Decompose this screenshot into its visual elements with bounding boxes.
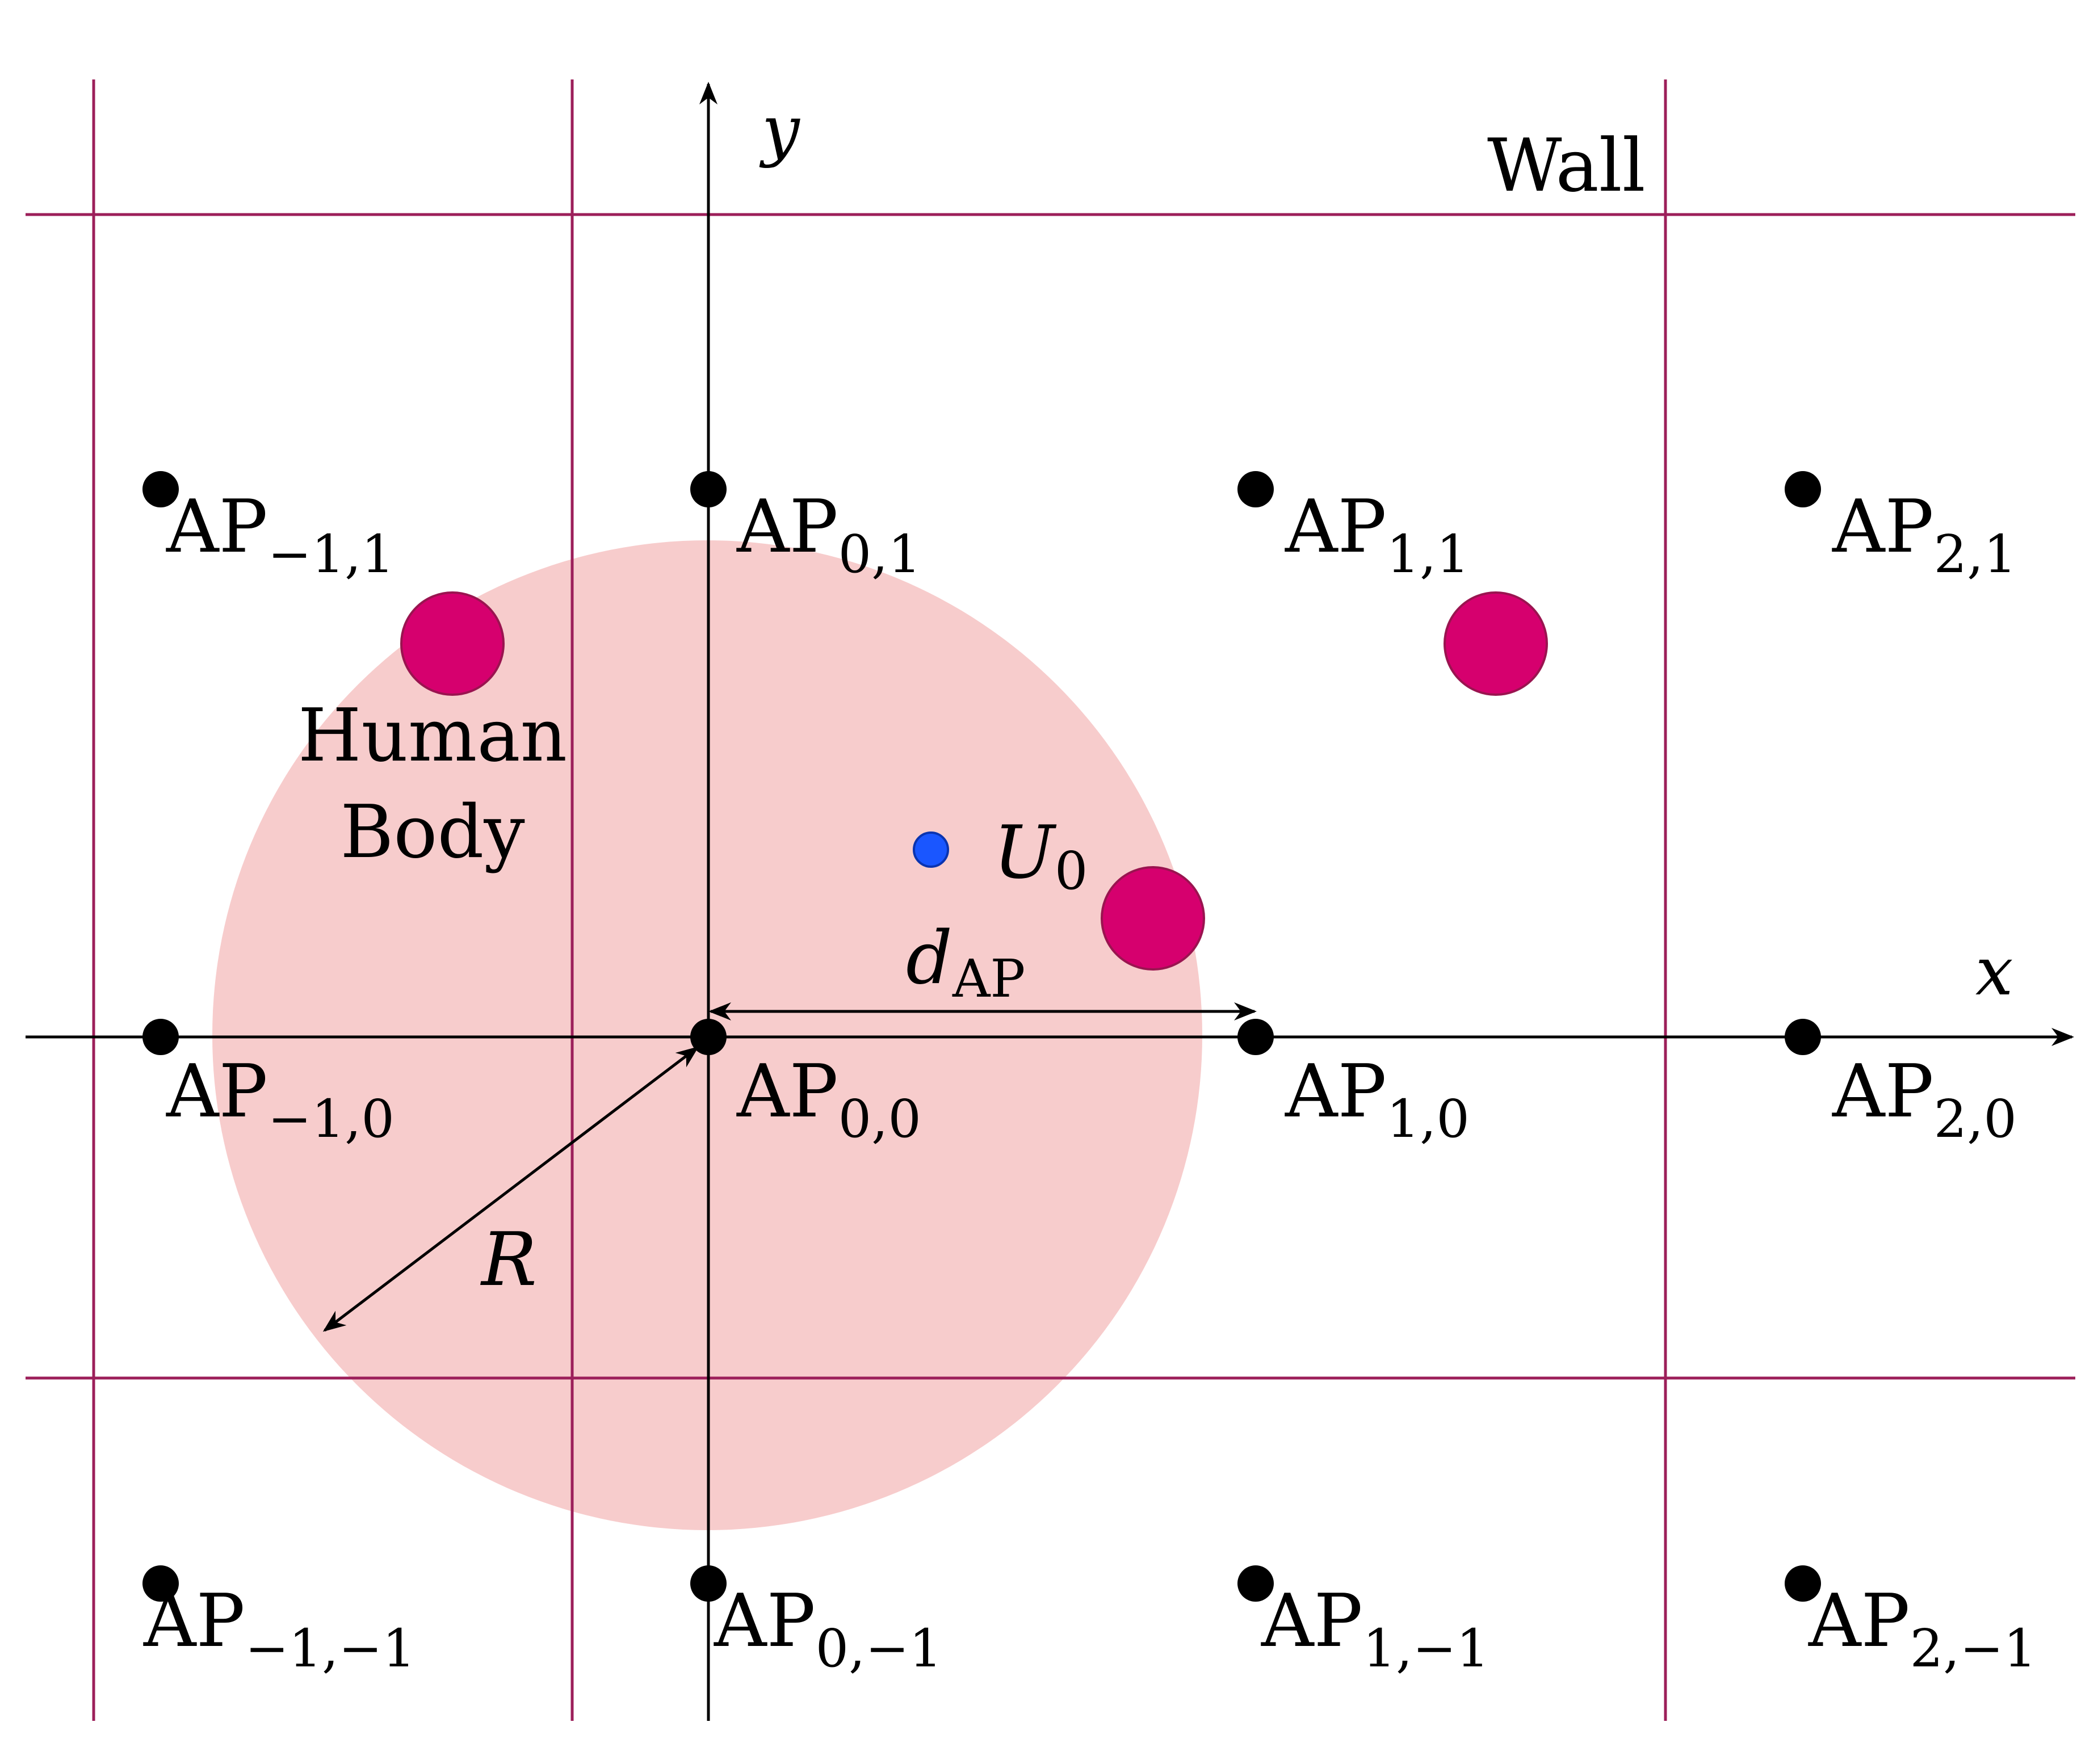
access-point-label: AP2,0 (1832, 1049, 2017, 1149)
radius-label: R (480, 1216, 537, 1303)
access-point-label-main: AP (166, 485, 268, 569)
human-body (400, 591, 505, 696)
radius-arrow (322, 1046, 699, 1332)
access-point-label: AP1,0 (1285, 1049, 1470, 1149)
access-point-label-sub: 2,−1 (1910, 1618, 2037, 1679)
access-point-label: AP−1,0 (166, 1049, 395, 1149)
access-point-label-sub: −1,0 (268, 1089, 395, 1149)
access-point-label-sub: 1,−1 (1363, 1618, 1489, 1679)
human-body-label-line1: Human (298, 694, 567, 778)
access-point-marker (1785, 1019, 1821, 1055)
access-point-marker (142, 471, 179, 507)
human-body (1101, 866, 1205, 971)
access-point-label-main: AP (736, 485, 838, 569)
access-point-label-sub: −1,1 (268, 524, 395, 585)
access-point-label: AP0,1 (736, 485, 921, 585)
dap-label: dAP (906, 916, 1025, 1009)
access-point-label-sub: 2,1 (1934, 524, 2017, 585)
access-point-label: AP0,−1 (714, 1579, 942, 1679)
access-point-label-sub: 1,0 (1387, 1089, 1470, 1149)
access-point-label: AP−1,−1 (143, 1579, 416, 1679)
x-axis-label: x (1975, 932, 2013, 1010)
access-point-label: AP−1,1 (166, 485, 395, 585)
access-point-label-sub: 2,0 (1934, 1089, 2017, 1149)
dap-label-main: d (906, 916, 953, 1001)
access-point-marker (1237, 1019, 1274, 1055)
access-point-marker (690, 1019, 727, 1055)
access-point-label: AP2,−1 (1808, 1579, 2037, 1679)
access-point-label-sub: −1,−1 (245, 1618, 416, 1679)
access-point-marker (142, 1019, 179, 1055)
access-point-marker (142, 1565, 179, 1602)
access-point-label-main: AP (1285, 1049, 1387, 1134)
walls (26, 79, 2075, 1721)
human-body-label-line2: Body (340, 790, 524, 875)
access-point-marker (1237, 1565, 1274, 1602)
access-point-label-main: AP (1832, 485, 1934, 569)
access-point-label: AP2,1 (1832, 485, 2017, 585)
wall-label: Wall (1487, 124, 1646, 208)
access-point-label: AP1,−1 (1261, 1579, 1489, 1679)
access-point-label-main: AP (736, 1049, 838, 1134)
access-point-marker (1785, 471, 1821, 507)
access-point-label-sub: 0,−1 (816, 1618, 942, 1679)
access-point-label-sub: 0,0 (838, 1089, 921, 1149)
user-label-sub: 0 (1055, 841, 1088, 901)
dap-label-sub: AP (952, 948, 1025, 1009)
human-body (1444, 591, 1548, 696)
access-point-label-main: AP (1808, 1579, 1910, 1664)
access-point-label: AP0,0 (736, 1049, 921, 1149)
access-point-marker (690, 471, 727, 507)
y-axis-label: y (759, 91, 800, 169)
access-point-label-main: AP (1261, 1579, 1363, 1664)
user-label: U0 (993, 810, 1088, 901)
access-point-label: AP1,1 (1285, 485, 1470, 585)
access-point-label-sub: 1,1 (1387, 524, 1470, 585)
access-point-label-main: AP (166, 1049, 268, 1134)
access-point-label-main: AP (143, 1579, 245, 1664)
access-point-marker (690, 1565, 727, 1602)
access-point-marker (1785, 1565, 1821, 1602)
access-point-label-main: AP (1285, 485, 1387, 569)
access-point-label-main: AP (1832, 1049, 1934, 1134)
access-point-label-sub: 0,1 (838, 524, 921, 585)
access-point-marker (1237, 471, 1274, 507)
user-device (913, 831, 949, 868)
human-bodies (400, 591, 1548, 971)
user-label-main: U (993, 810, 1057, 895)
access-point-label-main: AP (714, 1579, 816, 1664)
